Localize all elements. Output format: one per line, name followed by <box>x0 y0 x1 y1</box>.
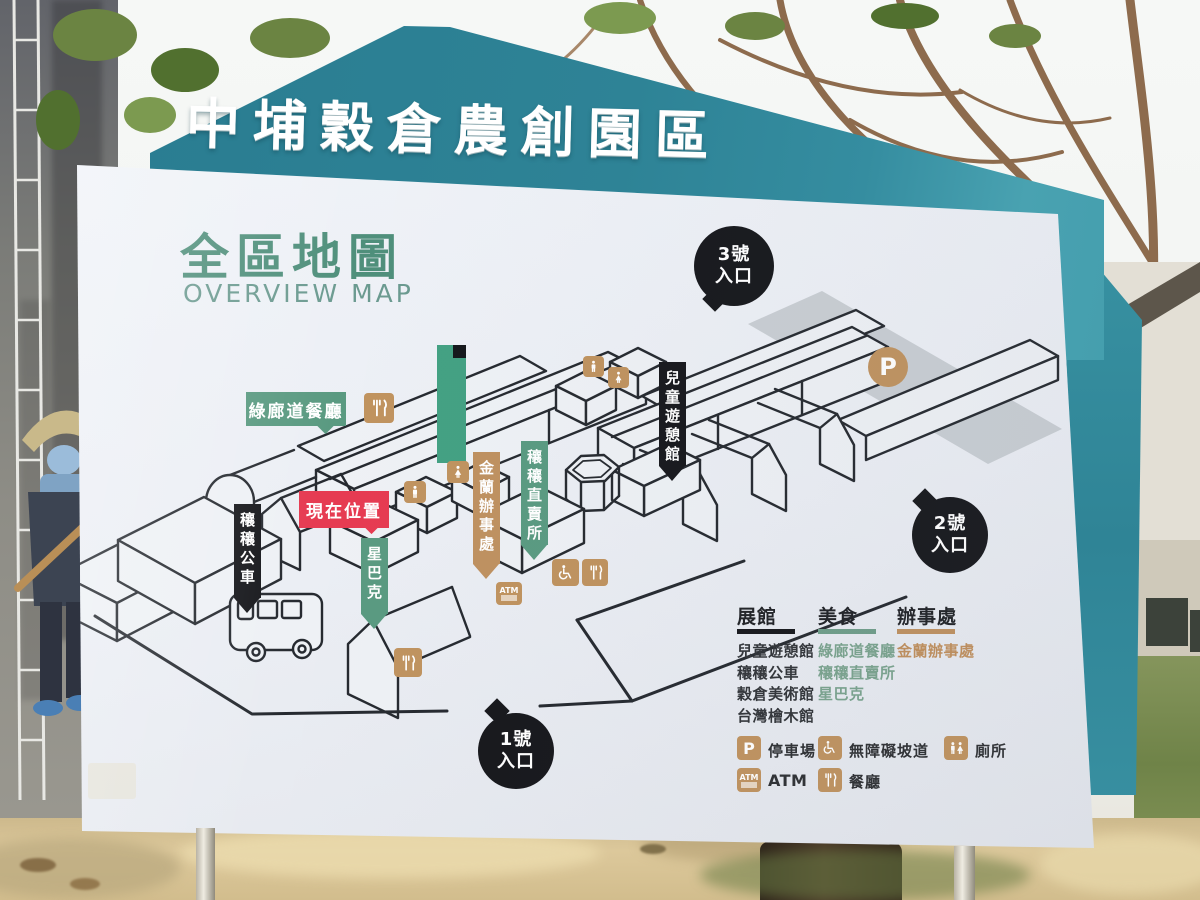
legend-item: 台灣檜木館 <box>737 706 815 725</box>
legend-item: 星巴克 <box>818 685 865 703</box>
entrance-line: 3號 <box>717 244 751 265</box>
banner-label: 金蘭辦事處 <box>477 460 495 555</box>
legend-item: 穀倉美術館 <box>737 685 815 703</box>
womens-restroom-icon <box>447 461 469 483</box>
museum-highlight-building <box>437 345 466 463</box>
sticker-residue <box>88 763 136 799</box>
entrance-1-bubble: 1號 入口 <box>478 713 554 789</box>
building-roof-mark <box>453 345 466 358</box>
banner-label: 兒童遊憩館 <box>663 370 681 465</box>
sign-leg <box>954 846 975 900</box>
atm-icon-text: ATM <box>499 586 519 595</box>
banner-label: 星巴克 <box>365 546 383 603</box>
legend-label-restroom: 廁所 <box>975 742 1008 760</box>
legend-items-halls: 兒童遊憩館 穰穰公車 穀倉美術館 台灣檜木館 <box>737 641 815 727</box>
restaurant-icon <box>394 648 422 677</box>
atm-icon: ATM <box>737 768 761 792</box>
wheelchair-icon <box>818 736 842 760</box>
womens-restroom-icon <box>608 367 629 388</box>
legend-label-restaurant: 餐廳 <box>849 773 882 791</box>
legend-bar <box>818 629 876 634</box>
rangrang-market-banner: 穰穰直賣所 <box>521 441 548 560</box>
entrance-2-bubble: 2號 入口 <box>912 497 988 573</box>
parking-icon: P <box>737 736 761 760</box>
planter-box <box>1190 610 1200 652</box>
children-hall-banner: 兒童遊憩館 <box>659 362 686 481</box>
entrance-line: 入口 <box>931 535 969 556</box>
atm-icon: ATM <box>496 582 522 605</box>
legend-title-halls: 展館 <box>737 606 778 628</box>
grass <box>1134 656 1200 836</box>
legend-title-food: 美食 <box>818 606 859 628</box>
parking-marker: P <box>868 347 908 387</box>
entrance-line: 2號 <box>933 513 967 534</box>
grass-patch <box>700 850 1030 900</box>
entrance-line: 1號 <box>499 729 533 750</box>
restroom-icon <box>944 736 968 760</box>
starbucks-banner: 星巴克 <box>361 538 388 629</box>
legend-title-office: 辦事處 <box>897 606 958 628</box>
restaurant-icon <box>364 393 394 423</box>
sign-leg <box>196 828 215 900</box>
map-title: 全區地圖 <box>180 229 405 286</box>
mens-restroom-icon <box>583 356 604 377</box>
park-name-title: 中埔穀倉農創園區 <box>185 92 723 169</box>
restaurant-icon <box>582 559 608 586</box>
map-subtitle: OVERVIEW MAP <box>183 279 414 308</box>
legend-label-parking: 停車場 <box>768 742 817 760</box>
legend-bar <box>897 629 955 634</box>
legend-label-ramp: 無障礙坡道 <box>849 742 930 760</box>
entrance-line: 入口 <box>715 266 753 287</box>
entrance-3-bubble: 3號 入口 <box>694 226 774 306</box>
wheelchair-icon <box>552 559 579 586</box>
parking-letter: P <box>879 353 897 381</box>
badge-label: 現在位置 <box>306 502 382 522</box>
banner-label: 穰穰直賣所 <box>525 449 543 544</box>
green-corridor-restaurant-badge: 綠廊道餐廳 <box>246 392 346 426</box>
legend-items-food: 綠廊道餐廳 穰穰直賣所 星巴克 <box>818 641 896 706</box>
restaurant-icon <box>818 768 842 792</box>
mens-restroom-icon <box>404 481 426 503</box>
legend-label-atm: ATM <box>768 771 808 790</box>
current-location-badge: 現在位置 <box>299 491 389 528</box>
legend-item: 綠廊道餐廳 <box>818 642 896 660</box>
banner-label: 穰穰公車 <box>238 512 256 588</box>
legend-item: 兒童遊憩館 <box>737 642 815 660</box>
legend-items-office: 金蘭辦事處 <box>897 641 975 663</box>
atm-icon-text: ATM <box>739 772 759 782</box>
legend-item: 穰穰直賣所 <box>818 663 896 682</box>
legend-item: 穰穰公車 <box>737 663 800 682</box>
jinlan-office-banner: 金蘭辦事處 <box>473 452 500 579</box>
parking-letter: P <box>743 738 755 758</box>
planter-box <box>1146 598 1188 646</box>
legend-bar <box>737 629 795 634</box>
legend-item: 金蘭辦事處 <box>897 642 975 660</box>
badge-label: 綠廊道餐廳 <box>248 401 344 422</box>
rangrang-bus-banner: 穰穰公車 <box>234 504 261 613</box>
entrance-line: 入口 <box>497 751 535 772</box>
